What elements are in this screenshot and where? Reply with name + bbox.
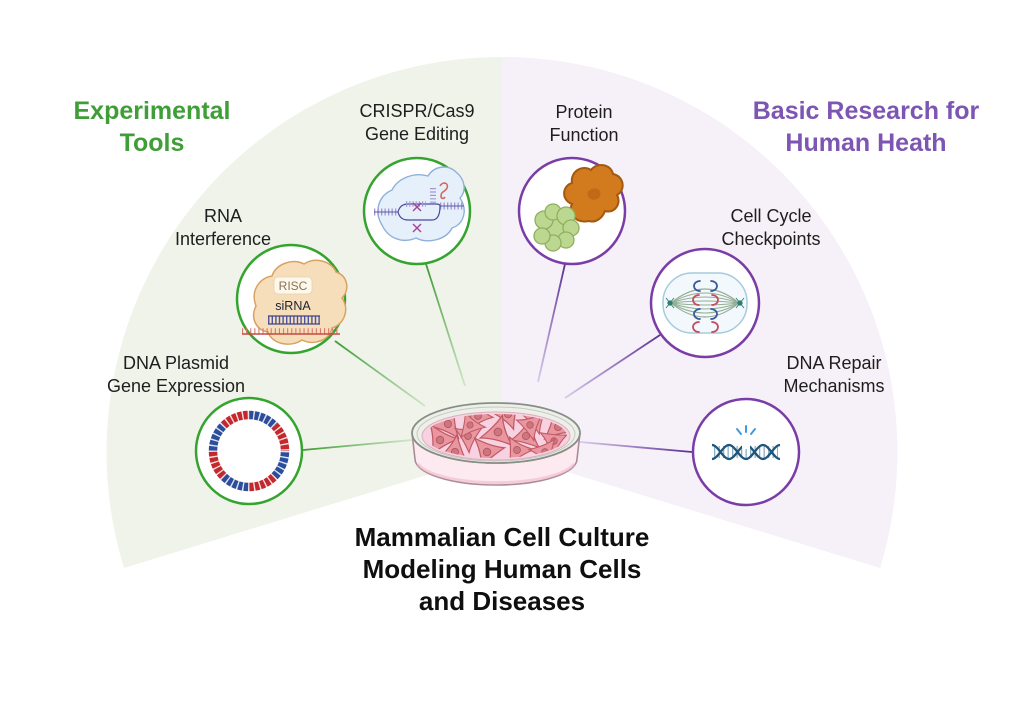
damage-sparkle [736, 425, 756, 435]
label-line: Gene Expression [106, 376, 246, 396]
diagram-main-title: Mammalian Cell Culture Modeling Human Ce… [355, 521, 650, 617]
connector-crispr [425, 263, 466, 387]
mitotic-spindle-icon [662, 272, 748, 334]
label-line: Gene Editing [364, 124, 470, 144]
label-plasmid: DNA Plasmid Gene Expression [107, 352, 245, 398]
label-line: DNA Plasmid [122, 353, 230, 373]
left-title-line: Experimental [73, 97, 231, 125]
dna-nick-gap [742, 438, 750, 449]
node-protein [517, 156, 627, 266]
node-cellcycle [649, 247, 761, 359]
node-rnai: RISC siRNA [235, 243, 348, 355]
label-line: Protein [555, 102, 613, 122]
connector-protein [537, 263, 566, 383]
label-crispr: CRISPR/Cas9 Gene Editing [359, 100, 474, 146]
connector-cellcycle [564, 334, 661, 399]
right-title-line: Human Heath [785, 129, 947, 157]
main-title-line: and Diseases [418, 586, 586, 616]
dna-break-icon [711, 425, 781, 461]
label-rnai: RNA Interference [175, 205, 271, 251]
node-crispr [362, 156, 472, 266]
node-dnarepair [691, 397, 801, 507]
plasmid-ring-icon [208, 410, 290, 492]
cut-site-marks [412, 202, 422, 233]
risc-label: RISC [279, 279, 308, 293]
connector-dnarepair [579, 441, 693, 453]
label-protein: Protein Function [549, 101, 618, 147]
label-dnarepair: DNA Repair Mechanisms [783, 352, 884, 398]
label-line: Cell Cycle [730, 206, 812, 226]
spindle-poles [665, 297, 745, 309]
dish-bottom-shade [416, 463, 576, 485]
cas9-protein-icon [374, 166, 465, 242]
main-title-line: Mammalian Cell Culture [354, 522, 650, 552]
risc-label-box [273, 276, 313, 295]
label-line: Checkpoints [721, 229, 821, 249]
label-line: CRISPR/Cas9 [359, 101, 475, 121]
main-title-line: Modeling Human Cells [362, 554, 642, 584]
right-section-title: Basic Research for Human Heath [753, 95, 980, 159]
label-line: Function [549, 125, 619, 145]
connector-rnai [334, 340, 426, 407]
dish-rim-inner-line [416, 406, 576, 462]
connector-plasmid [302, 439, 413, 451]
protein-blobs-icon [533, 164, 624, 252]
label-cellcycle: Cell Cycle Checkpoints [721, 205, 820, 251]
connector-lines [302, 263, 693, 453]
chromosomes [692, 280, 719, 333]
risc-sirna-icon: RISC siRNA [242, 259, 348, 345]
right-title-line: Basic Research for [752, 97, 980, 125]
petri-dish-icon [411, 402, 581, 486]
label-line: Mechanisms [783, 376, 885, 396]
label-line: Interference [174, 229, 272, 249]
label-line: DNA Repair [786, 353, 882, 373]
left-section-title: Experimental Tools [73, 95, 230, 159]
sirna-label: siRNA [275, 299, 311, 313]
label-line: RNA [203, 206, 242, 226]
green-protein-blob [533, 203, 580, 252]
left-title-line: Tools [119, 129, 185, 157]
node-plasmid [194, 396, 304, 506]
